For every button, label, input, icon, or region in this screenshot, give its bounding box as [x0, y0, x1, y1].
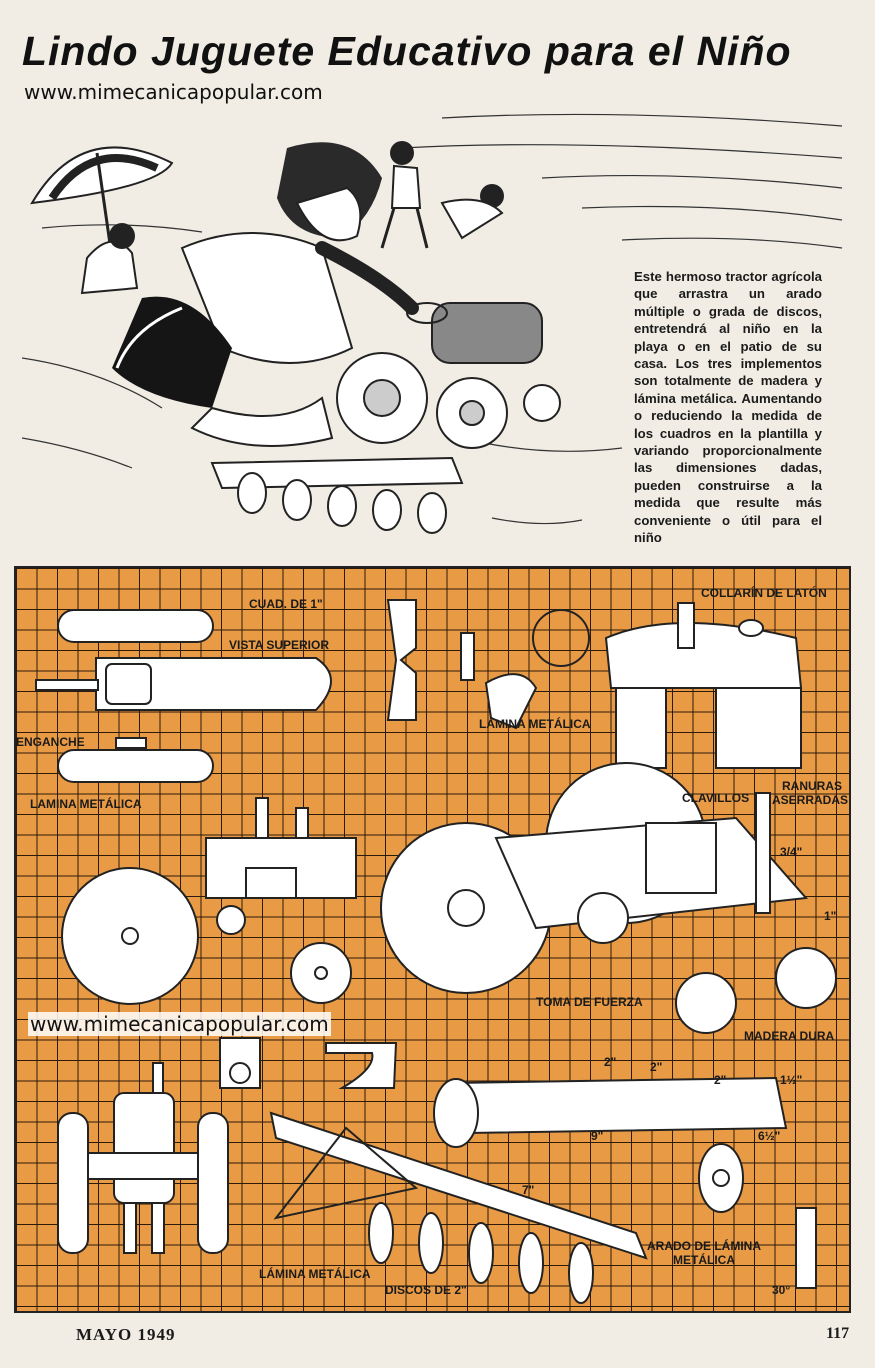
- label-collarin: COLLARÍN DE LATÓN: [701, 586, 827, 600]
- label-ranuras: RANURAS: [782, 779, 842, 793]
- plans-drawing: [35, 599, 837, 1304]
- label-dim-7: 7": [522, 1183, 535, 1197]
- label-dim-3-4: 3/4": [780, 845, 803, 859]
- isometric-tractor-drawing: [380, 602, 837, 1034]
- label-dim-9: 9": [591, 1129, 604, 1143]
- label-lamina-metalica-left: LAMINA METÁLICA: [30, 797, 142, 811]
- label-vista-superior: VISTA SUPERIOR: [229, 638, 330, 652]
- label-clavillos: CLAVILLOS: [682, 791, 750, 805]
- intro-paragraph: Este hermoso tractor agrícola que arrast…: [634, 268, 822, 547]
- top-view-drawing: [35, 609, 332, 783]
- label-discos: DISCOS DE 2": [385, 1283, 467, 1297]
- label-enganche: ENGANCHE: [16, 735, 85, 749]
- label-arado-line1: ARADO DE LÁMINA: [647, 1239, 761, 1253]
- page-number: 117: [826, 1325, 850, 1342]
- label-dim-2c: 2": [714, 1073, 727, 1087]
- front-view-drawing: [57, 1062, 229, 1254]
- plans-panel: CUAD. DE 1" VISTA SUPERIOR ENGANCHE LAMI…: [14, 566, 851, 1313]
- label-aserradas: ASERRADAS: [772, 793, 849, 807]
- beach-umbrella-icon: [30, 146, 174, 259]
- label-dim-30: 30°: [772, 1283, 791, 1297]
- footer-issue: MAYO 1949: [76, 1325, 176, 1344]
- side-view-drawing: [61, 797, 357, 1005]
- watermark-middle: www.mimecanicapopular.com: [28, 1012, 331, 1036]
- beach-illustration: [22, 113, 843, 534]
- label-dim-2b: 2": [650, 1060, 663, 1074]
- label-madera-dura: MADERA DURA: [744, 1029, 835, 1043]
- label-dim-1: 1": [824, 909, 837, 923]
- label-dim-1-1-2: 1½": [780, 1073, 803, 1087]
- label-toma-de-fuerza: TOMA DE FUERZA: [536, 995, 643, 1009]
- watermark-top: www.mimecanicapopular.com: [24, 80, 323, 104]
- toy-tractor-illustration: [336, 302, 561, 449]
- label-arado-line2: METÁLICA: [673, 1253, 735, 1267]
- label-dim-6-1-2: 6½": [758, 1129, 781, 1143]
- label-lamina-metalica-bottom: LÁMINA METÁLICA: [259, 1267, 371, 1281]
- boy-figure: [112, 142, 419, 447]
- disc-harrow-illustration: [210, 456, 464, 534]
- label-cuad: CUAD. DE 1": [249, 597, 323, 611]
- article-title: Lindo Juguete Educativo para el Niño: [22, 28, 792, 74]
- label-lamina-metalica-center: LÁMINA METÁLICA: [479, 717, 591, 731]
- harrow-drawing: [269, 1076, 817, 1304]
- label-dim-2a: 2": [604, 1055, 617, 1069]
